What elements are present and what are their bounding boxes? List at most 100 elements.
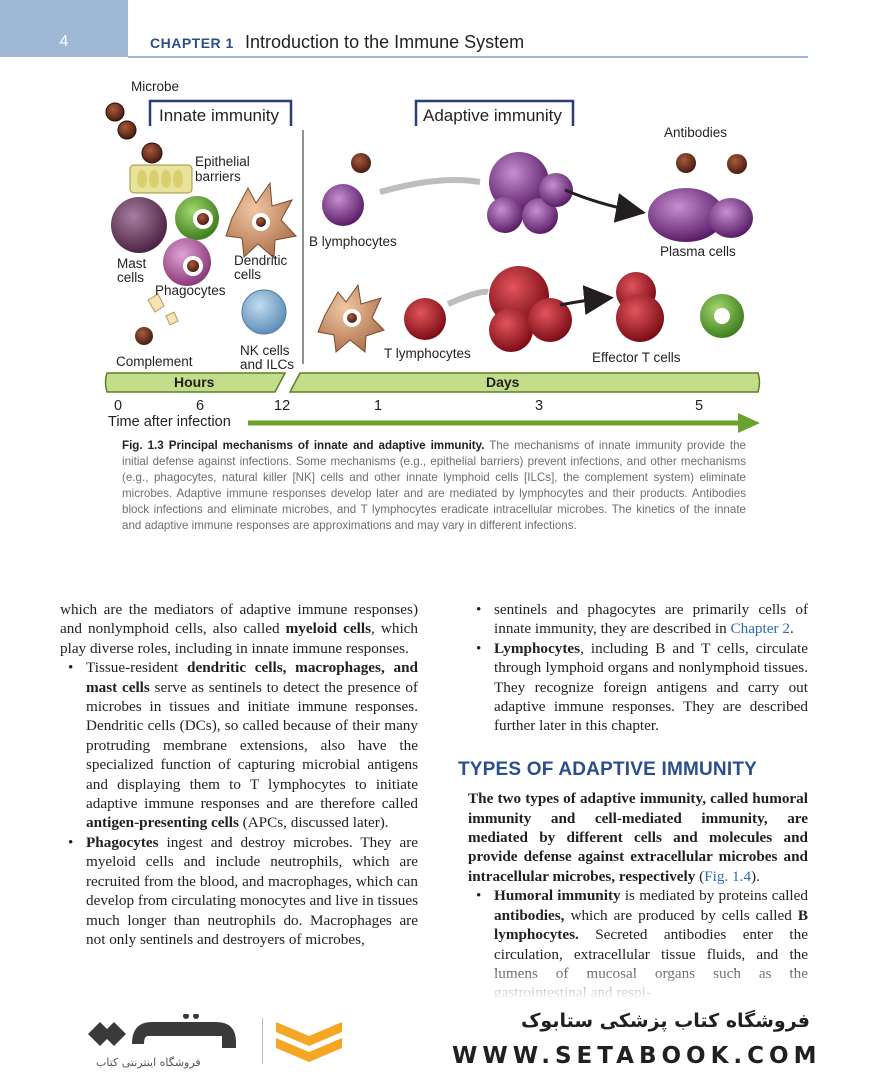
page-number: 4 [59, 33, 69, 50]
lead-bold-text: The two types of adaptive immunity, call… [468, 790, 808, 885]
label-and-ilcs: and ILCs [240, 357, 295, 372]
complement-icon [135, 293, 179, 345]
page-fade [0, 960, 876, 1000]
footer-url[interactable]: WWW.SETABOOK.COM [452, 1043, 822, 1069]
chapter-label: CHAPTER 1 [150, 35, 234, 51]
text-run: (APCs, discussed later). [238, 814, 389, 832]
label-microbe: Microbe [131, 79, 180, 94]
microbe-icons [105, 102, 163, 164]
label-dendritic-cells: cells [234, 267, 262, 282]
apc-icon [317, 283, 385, 353]
t-lymphocyte-icon [404, 298, 446, 340]
b-cell-cluster-icon [487, 152, 573, 234]
setabook-logo-icon [88, 1014, 236, 1048]
plasma-cells-icon [648, 188, 753, 242]
dendritic-cell-icon [225, 181, 297, 260]
body-column-left: which are the mediators of adaptive immu… [60, 600, 418, 949]
text-run: which are produced by cells called [564, 906, 798, 924]
adaptive-bracket [414, 99, 575, 126]
b-lymphocyte-icon [322, 184, 364, 226]
footer-store-name: فروشگاه کتاب پزشکی ستابوک [520, 1010, 810, 1032]
caption-text: The mechanisms of innate immunity provid… [122, 439, 746, 532]
paragraph-intro: which are the mediators of adaptive immu… [60, 600, 418, 658]
nk-cell-icon [241, 289, 287, 335]
term-antibodies: antibodies, [494, 906, 565, 924]
text-run: is mediated by proteins called [620, 887, 808, 905]
term-lymphocytes: Lymphocytes [494, 639, 581, 657]
text-run: which are the mediators of adaptive immu… [60, 601, 418, 638]
text-run: sentinels and phagocytes are primarily c… [494, 601, 808, 638]
tick-5: 5 [695, 398, 704, 414]
term-antigen-presenting-cells: antigen-presenting cells [86, 814, 239, 832]
paragraph-lead: The two types of adaptive immunity, call… [468, 789, 808, 886]
bullet-list-left: Tissue-resident dendritic cells, macroph… [60, 658, 418, 949]
bullet-lymphocytes: Lymphocytes, including B and T cells, ci… [476, 639, 808, 736]
label-plasma-cells: Plasma cells [660, 244, 736, 259]
tick-12: 12 [274, 398, 291, 414]
label-hours: Hours [174, 374, 215, 390]
tick-6: 6 [196, 398, 205, 414]
term-myeloid-cells: myeloid cells [285, 620, 372, 638]
figure-illustration [104, 99, 761, 433]
footer-logo-subtitle: فروشگاه اینترنتی کتاب [96, 1056, 201, 1069]
b-microbe-icon [351, 153, 371, 173]
label-complement: Complement [116, 354, 193, 369]
tick-3: 3 [535, 398, 544, 414]
figure-caption: Fig. 1.3 Principal mechanisms of innate … [122, 438, 746, 534]
caption-title: Principal mechanisms of innate and adapt… [168, 439, 485, 452]
innate-bracket [148, 99, 293, 126]
label-phagocytes: Phagocytes [155, 283, 226, 298]
label-barriers: barriers [195, 169, 241, 184]
hours-bar [104, 372, 287, 393]
label-epithelial: Epithelial [195, 154, 250, 169]
chapter-title: Introduction to the Immune System [245, 32, 525, 52]
text-run: Tissue-resident [86, 659, 187, 677]
tick-0: 0 [114, 398, 123, 414]
mast-cell-icon [111, 197, 167, 253]
text-run: , including B and T cells, circulate thr… [494, 639, 808, 735]
text-run: , which play diverse roles, including in… [60, 620, 418, 657]
label-mast-cells: cells [117, 270, 145, 285]
antibody-microbes-icon [676, 153, 747, 174]
text-run: ingest and destroy microbes. They are my… [86, 833, 418, 948]
label-nk-cells: NK cells [240, 343, 290, 358]
infected-cell-icon [700, 294, 744, 338]
label-dendritic: Dendritic [234, 253, 288, 268]
time-axis-label: Time after infection [108, 414, 231, 430]
label-innate-immunity: Innate immunity [159, 106, 279, 125]
link-chapter-2[interactable]: Chapter 2 [730, 620, 790, 638]
page-number-tab [0, 0, 128, 57]
caption-figure-number: Fig. 1.3 [122, 439, 164, 452]
label-t-lymphocytes: T lymphocytes [384, 346, 471, 361]
days-bar [288, 372, 761, 393]
bullet-phagocytes: Phagocytes ingest and destroy microbes. … [68, 833, 418, 949]
t-cell-cluster-icon [489, 266, 572, 352]
label-mast: Mast [117, 256, 147, 271]
label-days: Days [486, 374, 520, 390]
label-effector-t-cells: Effector T cells [592, 350, 681, 365]
effector-t-cells-icon [616, 272, 664, 342]
text-run: serve as sentinels to detect the presenc… [86, 678, 418, 813]
book-stack-icon [276, 1022, 342, 1062]
bullet-dendritic-cells: Tissue-resident dendritic cells, macroph… [68, 658, 418, 833]
term-dendritic-macrophages-mast: dendritic cells, macrophages, and mast c… [86, 659, 418, 696]
footer-banner [0, 1000, 876, 1080]
text-run: ). [751, 867, 760, 885]
body-column-right: sentinels and phagocytes are primarily c… [458, 600, 808, 1003]
time-axis-arrowhead [738, 413, 760, 433]
link-fig-1-4[interactable]: Fig. 1.4 [704, 867, 752, 885]
bullet-list-right: sentinels and phagocytes are primarily c… [468, 600, 808, 736]
section-heading: TYPES OF ADAPTIVE IMMUNITY [458, 758, 758, 780]
header-rule [128, 56, 808, 58]
text-run: . [789, 620, 794, 638]
tick-1: 1 [374, 398, 383, 414]
term-humoral-immunity: Humoral immunity [494, 887, 621, 905]
epithelial-barrier-icon [129, 164, 193, 194]
label-adaptive-immunity: Adaptive immunity [423, 106, 562, 125]
term-phagocytes: Phagocytes [86, 833, 159, 851]
footer-divider [262, 1018, 263, 1064]
bullet-continuation: sentinels and phagocytes are primarily c… [476, 600, 808, 639]
text-run: ( [695, 867, 705, 885]
label-antibodies: Antibodies [664, 125, 728, 140]
term-b-lymphocytes: B lymphocytes. [494, 906, 808, 944]
